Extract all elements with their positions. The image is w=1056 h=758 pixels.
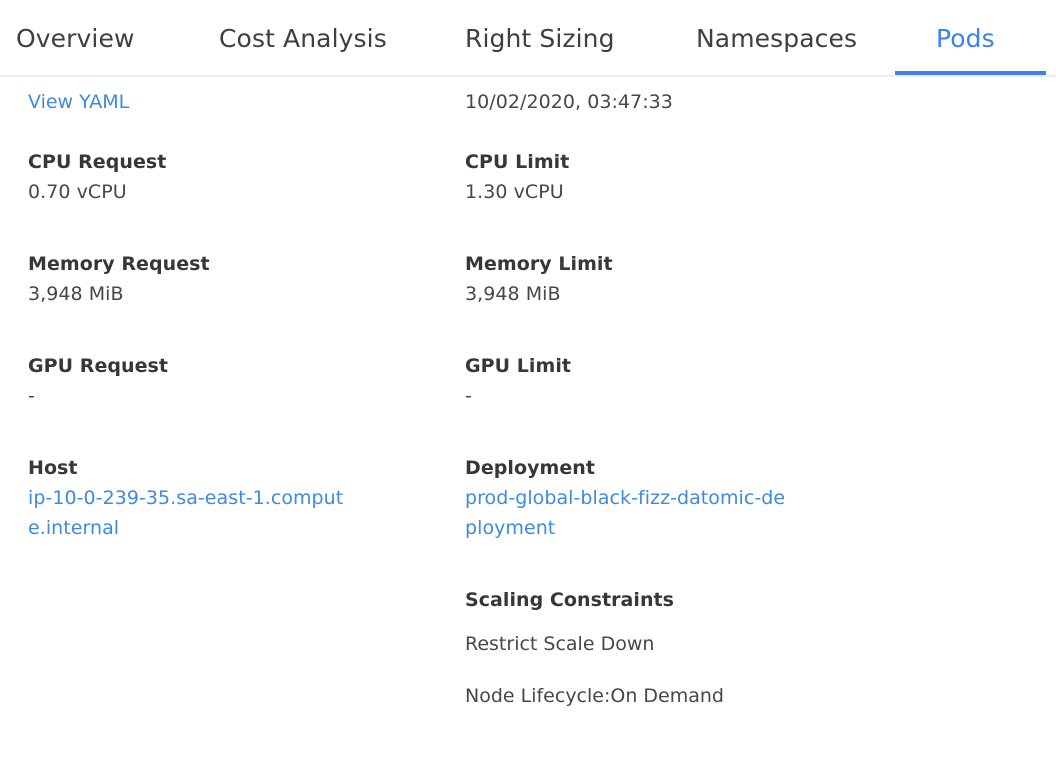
gpu-request-value: - (28, 385, 35, 407)
gpu-request-label: GPU Request (28, 355, 169, 377)
cpu-request-label-row: CPU Request (28, 149, 166, 175)
gpu-limit-value: - (465, 385, 472, 407)
tab-overview[interactable]: Overview (16, 0, 135, 77)
memory-request-label: Memory Request (28, 253, 210, 275)
cpu-request-label: CPU Request (28, 151, 167, 173)
timestamp-row: 10/02/2020, 03:47:33 (465, 87, 673, 117)
gpu-limit-value-row: - (465, 381, 472, 411)
memory-limit-label: Memory Limit (465, 253, 613, 275)
tab-pods-label: Pods (936, 24, 995, 53)
host-label: Host (28, 457, 78, 479)
cpu-limit-label-row: CPU Limit (465, 149, 569, 175)
tab-bar: Overview Cost Analysis Right Sizing Name… (0, 0, 1056, 77)
scaling-constraint-item-0: Restrict Scale Down (465, 629, 654, 659)
pod-details-content: View YAML CPU Request 0.70 vCPU Memory R… (0, 77, 1056, 758)
memory-request-value-row: 3,948 MiB (28, 279, 124, 309)
memory-request-value: 3,948 MiB (28, 283, 124, 305)
host-label-row: Host (28, 455, 78, 481)
tab-list: Overview Cost Analysis Right Sizing Name… (0, 0, 1056, 77)
tab-right-sizing-label: Right Sizing (465, 24, 615, 53)
cpu-limit-label: CPU Limit (465, 151, 570, 173)
gpu-request-label-row: GPU Request (28, 353, 168, 379)
scaling-constraints-label-row: Scaling Constraints (465, 587, 674, 613)
cpu-limit-value-row: 1.30 vCPU (465, 177, 564, 207)
scaling-constraints-label: Scaling Constraints (465, 589, 675, 611)
scaling-constraint-text: Restrict Scale Down (465, 633, 655, 655)
cpu-request-value: 0.70 vCPU (28, 181, 127, 203)
tab-namespaces[interactable]: Namespaces (696, 0, 857, 77)
tab-cost-analysis-label: Cost Analysis (219, 24, 387, 53)
deployment-value-row: prod-global-black-fizz-datomic-deploymen… (465, 483, 795, 543)
deployment-link[interactable]: prod-global-black-fizz-datomic-deploymen… (465, 487, 786, 539)
memory-request-label-row: Memory Request (28, 251, 210, 277)
gpu-request-value-row: - (28, 381, 35, 411)
view-yaml-link[interactable]: View YAML (28, 91, 130, 113)
cpu-request-value-row: 0.70 vCPU (28, 177, 127, 207)
gpu-limit-label: GPU Limit (465, 355, 572, 377)
memory-limit-value: 3,948 MiB (465, 283, 561, 305)
memory-limit-value-row: 3,948 MiB (465, 279, 561, 309)
scaling-constraint-item-1: Node Lifecycle:On Demand (465, 681, 724, 711)
tab-overview-label: Overview (16, 24, 135, 53)
active-tab-indicator (895, 71, 1046, 75)
deployment-label: Deployment (465, 457, 596, 479)
gpu-limit-label-row: GPU Limit (465, 353, 571, 379)
host-link[interactable]: ip-10-0-239-35.sa-east-1.compute.interna… (28, 487, 344, 539)
memory-limit-label-row: Memory Limit (465, 251, 613, 277)
tab-namespaces-label: Namespaces (696, 24, 858, 53)
cpu-limit-value: 1.30 vCPU (465, 181, 564, 203)
timestamp-value: 10/02/2020, 03:47:33 (465, 91, 673, 113)
tab-cost-analysis[interactable]: Cost Analysis (219, 0, 387, 77)
scaling-constraint-text: Node Lifecycle:On Demand (465, 685, 724, 707)
deployment-label-row: Deployment (465, 455, 595, 481)
tab-right-sizing[interactable]: Right Sizing (465, 0, 615, 77)
host-value-row: ip-10-0-239-35.sa-east-1.compute.interna… (28, 483, 358, 543)
tab-pods[interactable]: Pods (936, 0, 995, 77)
